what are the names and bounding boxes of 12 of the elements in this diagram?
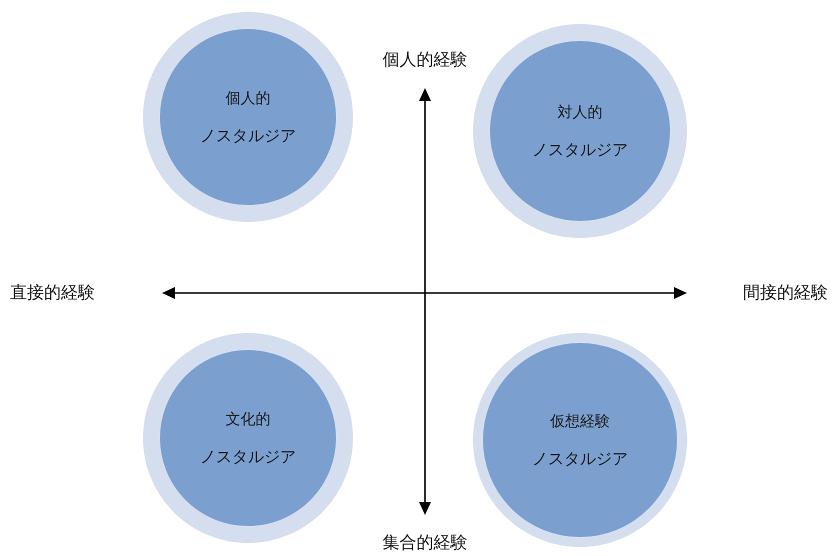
circle-label: ノスタルジア xyxy=(532,450,628,466)
axis-label: 直接的経験 xyxy=(10,284,95,302)
axis-label: 個人的経験 xyxy=(382,52,468,68)
circle-heading: 対人的 xyxy=(558,104,602,120)
circle-label: ノスタルジア xyxy=(532,142,628,158)
circle-label: ノスタルジア xyxy=(200,128,296,144)
circle-heading: 個人的 xyxy=(226,90,270,106)
circle-heading: 文化的 xyxy=(226,412,270,426)
axis-label: 間接的経験 xyxy=(743,284,828,302)
axis-label: 集合的経験 xyxy=(382,534,468,552)
circle-heading: 仮想経験 xyxy=(550,414,610,428)
circle-label: ノスタルジア xyxy=(200,448,296,464)
